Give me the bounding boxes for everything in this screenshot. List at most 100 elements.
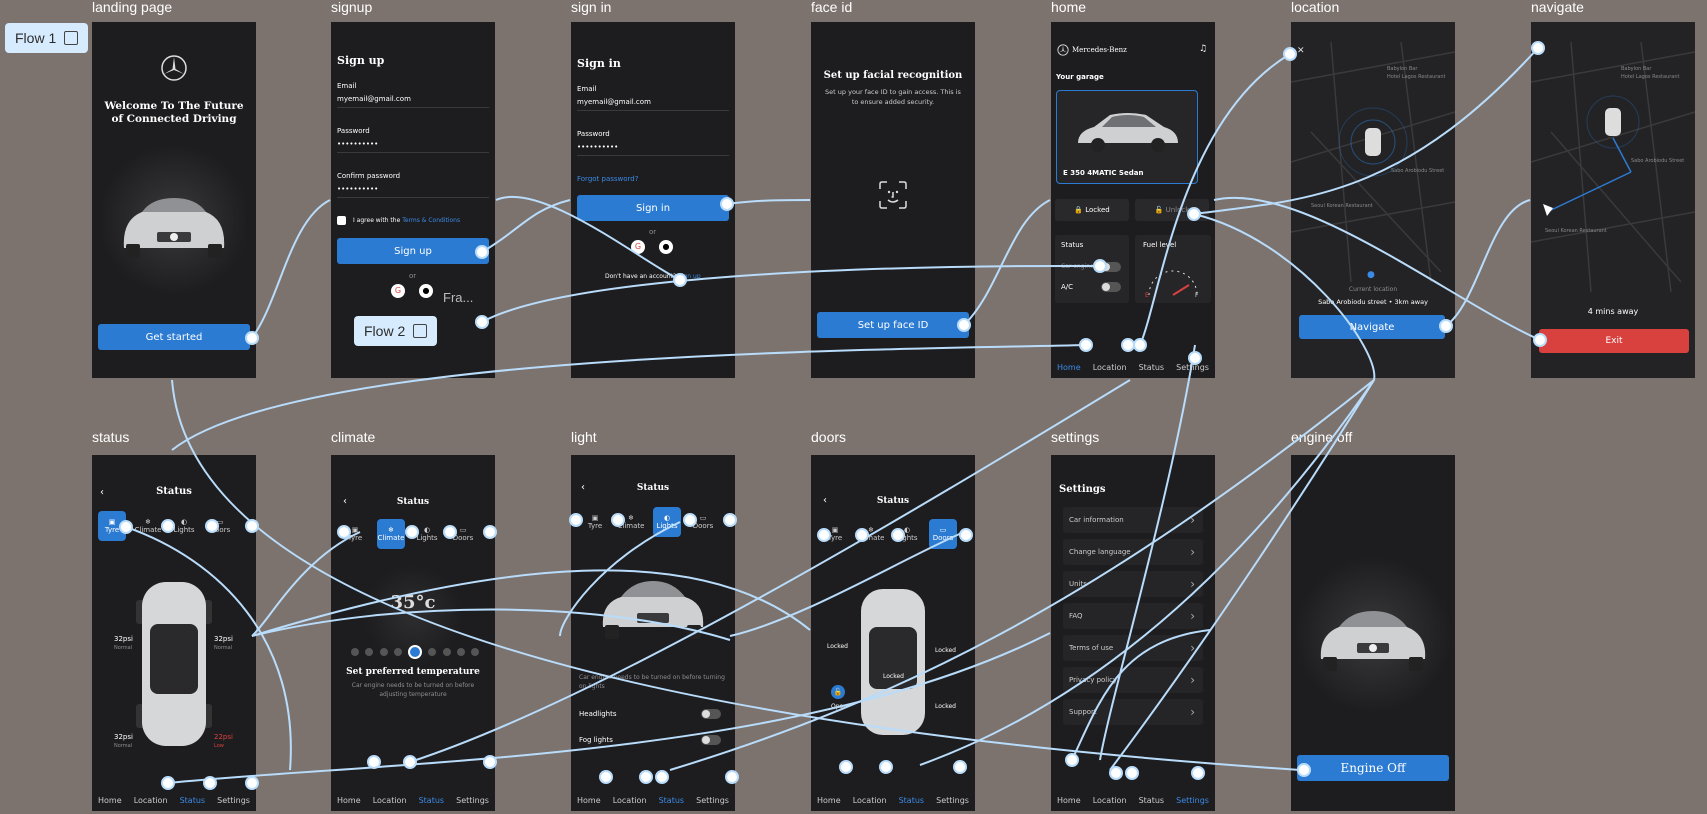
flow-play-icon [413, 324, 428, 338]
nav-settings[interactable]: Settings [936, 796, 969, 805]
map[interactable]: Babylon Bar Hotel Lagos Restaurant Seoul… [1531, 42, 1695, 292]
door-front-left-state[interactable]: Locked [827, 643, 848, 650]
terms-link[interactable]: Terms & Conditions [402, 217, 461, 224]
nav-settings[interactable]: Settings [217, 796, 250, 805]
unlock-icon[interactable]: 🔓 [831, 685, 845, 699]
tab-tyre[interactable]: ▣Tyre [347, 526, 363, 542]
nav-home[interactable]: Home [98, 796, 122, 805]
wire [726, 199, 811, 205]
nav-settings[interactable]: Settings [1176, 363, 1209, 372]
faceid-screen: Set up facial recognition Set up your fa… [811, 22, 975, 378]
unlock-button[interactable]: 🔓 Unlock [1135, 199, 1209, 221]
garage-heading: Your garage [1056, 73, 1104, 81]
confirm-field[interactable]: •••••••••• [337, 185, 379, 193]
engine-off-button[interactable]: Engine Off [1297, 755, 1449, 781]
sign-in-button[interactable]: Sign in [577, 195, 729, 221]
google-icon[interactable]: G [631, 240, 645, 254]
door-rear-left-state[interactable]: Open [831, 703, 848, 710]
tab-climate[interactable]: ❄Climate [377, 519, 405, 549]
nav-home[interactable]: Home [1057, 796, 1081, 805]
headlights-label: Headlights [579, 710, 617, 718]
nav-location[interactable]: Location [612, 796, 647, 805]
settings-item-language[interactable]: Change language [1063, 539, 1203, 565]
navigate-button[interactable]: Navigate [1299, 315, 1445, 339]
password-field[interactable]: •••••••••• [337, 140, 379, 148]
nav-location[interactable]: Location [133, 796, 168, 805]
tab-climate[interactable]: ❄Climate [857, 526, 885, 542]
ac-toggle[interactable] [1101, 282, 1121, 292]
nav-settings[interactable]: Settings [1176, 796, 1209, 805]
bell-icon[interactable]: ♫ [1199, 44, 1208, 54]
forgot-password-link[interactable]: Forgot password? [577, 175, 639, 183]
nav-status[interactable]: Status [179, 796, 206, 805]
tab-tyre[interactable]: ▣Tyre [827, 526, 843, 542]
doors-title: Status [876, 496, 910, 506]
nav-settings[interactable]: Settings [696, 796, 729, 805]
settings-item-privacy[interactable]: Privacy policy [1063, 667, 1203, 693]
nav-home[interactable]: Home [577, 796, 601, 805]
nav-home[interactable]: Home [1057, 363, 1081, 372]
close-icon[interactable]: ✕ [1297, 46, 1305, 56]
map[interactable]: Babylon Bar Hotel Lagos Restaurant Seoul… [1291, 42, 1455, 282]
get-started-button[interactable]: Get started [98, 324, 250, 350]
google-icon[interactable]: G [391, 284, 405, 298]
tab-doors[interactable]: ▭Doors [452, 526, 474, 542]
nav-status[interactable]: Status [898, 796, 925, 805]
apple-icon[interactable]: ● [659, 240, 673, 254]
tab-lights[interactable]: ◐Lights [173, 518, 195, 534]
tab-doors[interactable]: ▭Doors [692, 514, 714, 530]
nav-status[interactable]: Status [1138, 363, 1165, 372]
sign-up-button[interactable]: Sign up [337, 238, 489, 264]
sign-up-link[interactable]: Sign up [678, 273, 701, 280]
or-divider: or [649, 228, 657, 236]
flow-1-badge[interactable]: Flow 1 [5, 23, 89, 53]
lock-button[interactable]: 🔒 Locked [1055, 199, 1129, 221]
settings-item-terms[interactable]: Terms of use [1063, 635, 1203, 661]
password-label: Password [337, 127, 370, 135]
nav-status[interactable]: Status [418, 796, 445, 805]
tab-doors[interactable]: ▭Doors [929, 519, 957, 549]
nav-status[interactable]: Status [658, 796, 685, 805]
tab-doors[interactable]: ▭Doors [209, 518, 231, 534]
status-title: Status [156, 486, 192, 497]
settings-item-units[interactable]: Units [1063, 571, 1203, 597]
nav-location[interactable]: Location [852, 796, 887, 805]
door-rear-right-state[interactable]: Locked [935, 703, 956, 710]
tab-climate[interactable]: ❄Climate [134, 518, 162, 534]
doors-icon: ▭ [459, 526, 467, 534]
nav-status[interactable]: Status [1138, 796, 1165, 805]
door-center-state[interactable]: Locked [883, 673, 904, 680]
flow-2-badge[interactable]: Flow 2 [354, 316, 438, 346]
nav-home[interactable]: Home [337, 796, 361, 805]
settings-item-faq[interactable]: FAQ [1063, 603, 1203, 629]
engine-toggle[interactable] [1101, 262, 1121, 272]
tab-tyre[interactable]: ▣Tyre [98, 511, 126, 541]
nav-location[interactable]: Location [1092, 796, 1127, 805]
tab-lights[interactable]: ◐Lights [653, 507, 681, 537]
nav-location[interactable]: Location [1092, 363, 1127, 372]
door-front-right-state[interactable]: Locked [935, 647, 956, 654]
exit-button[interactable]: Exit [1539, 329, 1689, 353]
password-field[interactable]: •••••••••• [577, 143, 619, 151]
tab-climate[interactable]: ❄Climate [617, 514, 645, 530]
agree-checkbox[interactable] [337, 216, 346, 225]
nav-location[interactable]: Location [372, 796, 407, 805]
nav-home[interactable]: Home [817, 796, 841, 805]
apple-icon[interactable]: ● [419, 284, 433, 298]
back-icon[interactable]: ‹ [100, 487, 104, 498]
setup-faceid-button[interactable]: Set up face ID [817, 312, 969, 338]
tab-lights[interactable]: ◐Lights [416, 526, 438, 542]
temperature-slider[interactable] [351, 645, 479, 659]
headlights-toggle[interactable] [701, 709, 721, 719]
nav-settings[interactable]: Settings [456, 796, 489, 805]
settings-item-support[interactable]: Support [1063, 699, 1203, 725]
foglights-toggle[interactable] [701, 735, 721, 745]
car-card[interactable]: E 350 4MATIC Sedan [1056, 90, 1198, 184]
tab-tyre[interactable]: ▣Tyre [587, 514, 603, 530]
svg-text:E: E [1145, 292, 1149, 299]
settings-item-car-information[interactable]: Car information [1063, 507, 1203, 533]
email-field[interactable]: myemail@gmail.com [337, 95, 411, 103]
email-field[interactable]: myemail@gmail.com [577, 98, 651, 106]
tab-lights[interactable]: ◐Lights [896, 526, 918, 542]
status-screen: ‹ Status ▣Tyre ❄Climate ◐Lights ▭Doors 3… [92, 455, 256, 811]
